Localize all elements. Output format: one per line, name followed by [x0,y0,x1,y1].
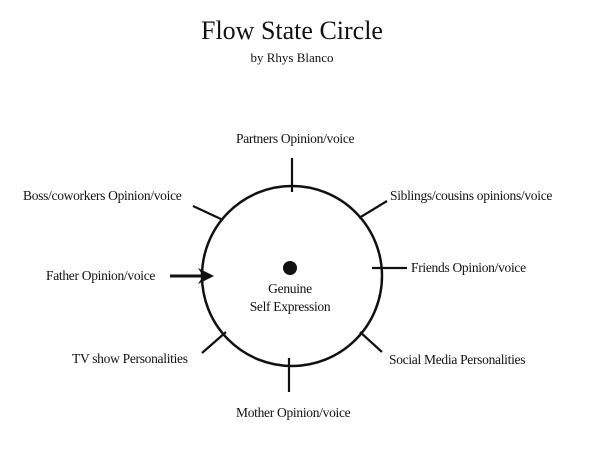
label-siblings: Siblings/cousins opinions/voice [390,188,553,203]
label-friends: Friends Opinion/voice [411,260,526,275]
center-dot [283,261,297,275]
label-social-media: Social Media Personalities [389,352,526,367]
diagram-subtitle: by Rhys Blanco [250,50,334,65]
label-father: Father Opinion/voice [46,268,156,283]
label-mother: Mother Opinion/voice [236,405,351,420]
tick-siblings [358,200,388,219]
tick-tv [201,331,227,354]
label-partners: Partners Opinion/voice [236,131,355,146]
arrow-head-icon [198,268,214,284]
center-label-line2: Self Expression [249,299,331,314]
center-label-line1: Genuine [268,281,312,296]
tick-social-media [359,331,383,353]
tick-boss [192,205,224,221]
label-tv: TV show Personalities [72,351,188,366]
diagram-title: Flow State Circle [201,16,383,45]
label-boss: Boss/coworkers Opinion/voice [23,188,182,203]
flow-circle [200,184,384,368]
